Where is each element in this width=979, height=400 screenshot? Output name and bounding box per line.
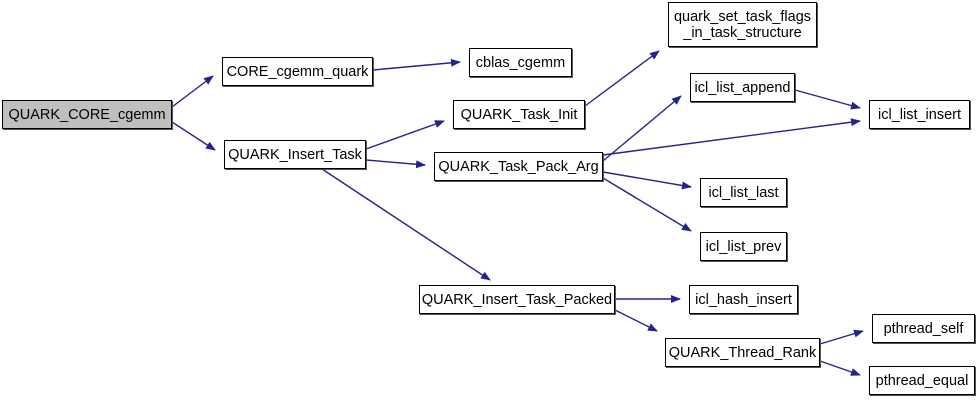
node-label: QUARK_CORE_cgemm bbox=[8, 106, 166, 123]
node-label: icl_list_last bbox=[708, 184, 779, 201]
node-label: QUARK_Task_Init bbox=[460, 106, 578, 123]
node-pthread_self[interactable]: pthread_self bbox=[872, 314, 975, 343]
node-icl_hash_insert[interactable]: icl_hash_insert bbox=[689, 285, 798, 314]
node-quark_task_init[interactable]: QUARK_Task_Init bbox=[453, 100, 585, 129]
edge-quark_task_pack_arg-to-icl_list_last bbox=[602, 171, 692, 190]
node-label: pthread_self bbox=[883, 320, 964, 337]
node-core_cgemm_quark[interactable]: CORE_cgemm_quark bbox=[222, 57, 373, 86]
edge-quark_core_cgemm-to-core_cgemm_quark bbox=[171, 75, 214, 108]
edge-core_cgemm_quark-to-cblas_cgemm bbox=[372, 58, 461, 71]
edge-quark_thread_rank-to-pthread_equal bbox=[819, 360, 861, 376]
node-pthread_equal[interactable]: pthread_equal bbox=[869, 366, 975, 395]
edge-quark_task_pack_arg-to-icl_list_prev bbox=[602, 177, 692, 232]
node-label: QUARK_Insert_Task_Packed bbox=[421, 291, 613, 308]
node-quark_set_task_flags[interactable]: quark_set_task_flags _in_task_structure bbox=[668, 2, 817, 47]
edge-quark_task_init-to-quark_set_task_flags bbox=[584, 50, 660, 107]
edge-quark_insert_task-to-quark_task_init bbox=[365, 120, 445, 150]
edge-icl_list_append-to-icl_list_insert bbox=[794, 89, 861, 110]
node-quark_insert_task_packed[interactable]: QUARK_Insert_Task_Packed bbox=[419, 285, 615, 314]
node-label: icl_list_prev bbox=[705, 238, 782, 255]
node-label: pthread_equal bbox=[875, 372, 969, 389]
edge-quark_task_pack_arg-to-icl_list_append bbox=[602, 95, 682, 162]
node-quark_insert_task[interactable]: QUARK_Insert_Task bbox=[224, 140, 366, 169]
node-label: icl_list_insert bbox=[878, 106, 961, 123]
node-quark_thread_rank[interactable]: QUARK_Thread_Rank bbox=[665, 338, 820, 367]
node-label: QUARK_Insert_Task bbox=[228, 146, 362, 163]
node-cblas_cgemm[interactable]: cblas_cgemm bbox=[469, 48, 572, 77]
edge-quark_task_pack_arg-to-icl_list_insert bbox=[602, 118, 861, 156]
node-label: icl_hash_insert bbox=[695, 291, 792, 308]
node-label: cblas_cgemm bbox=[475, 54, 566, 71]
edge-quark_thread_rank-to-pthread_self bbox=[819, 329, 864, 345]
edge-quark_insert_task-to-quark_task_pack_arg bbox=[365, 159, 426, 169]
edge-quark_core_cgemm-to-quark_insert_task bbox=[171, 121, 216, 151]
node-label: icl_list_append bbox=[694, 79, 791, 96]
edge-quark_insert_task_packed-to-quark_thread_rank bbox=[614, 309, 658, 332]
node-icl_list_insert[interactable]: icl_list_insert bbox=[869, 100, 970, 129]
edge-quark_insert_task-to-quark_insert_task_packed bbox=[321, 168, 491, 281]
node-icl_list_prev[interactable]: icl_list_prev bbox=[700, 232, 787, 261]
node-icl_list_last[interactable]: icl_list_last bbox=[700, 178, 787, 207]
node-label: CORE_cgemm_quark bbox=[226, 63, 369, 80]
node-quark_task_pack_arg[interactable]: QUARK_Task_Pack_Arg bbox=[434, 152, 603, 181]
node-icl_list_append[interactable]: icl_list_append bbox=[690, 73, 795, 102]
node-quark_core_cgemm[interactable]: QUARK_CORE_cgemm bbox=[2, 100, 172, 129]
node-label: QUARK_Thread_Rank bbox=[668, 344, 817, 361]
node-label: quark_set_task_flags _in_task_structure bbox=[673, 8, 812, 41]
node-label: QUARK_Task_Pack_Arg bbox=[438, 158, 599, 175]
